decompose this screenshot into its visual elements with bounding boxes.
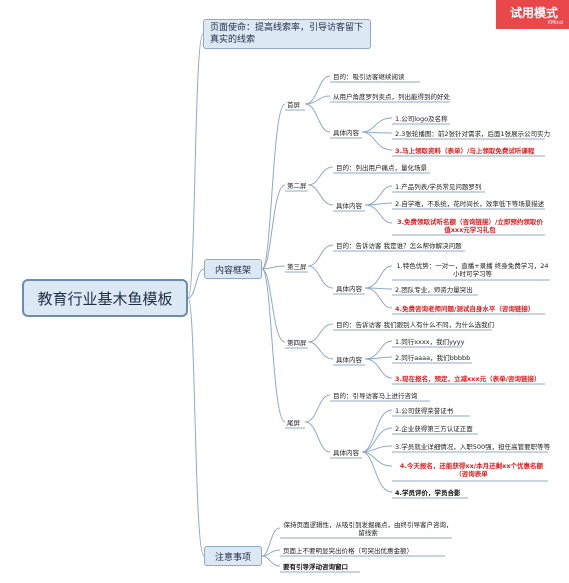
content-item[interactable]: 1.同行xxxx，我们yyyy (395, 338, 465, 346)
content-item[interactable]: 2.3张轮播图：前2张针对需求，后面1张展示公司实力 (395, 130, 551, 138)
note-item[interactable]: 保持页面逻辑性，从吸引到发掘痛点，由终引导客户咨询，留线索 (283, 521, 453, 537)
content-item[interactable]: 3.学员就业详细情况，入职500强，担任高管要职等等 (395, 443, 551, 451)
screen-goal[interactable]: 目的：告诉访客 我们跟别人有什么不同，为什么选我们 (336, 321, 495, 329)
screen-name[interactable]: 第三屏 (287, 263, 307, 271)
content-label[interactable]: 具体内容 (336, 202, 362, 210)
content-label[interactable]: 具体内容 (333, 129, 359, 137)
content-item[interactable]: 2.自学难，不系统，花时间长，效率低下等场景描述 (395, 200, 545, 208)
content-item-cta[interactable]: 3.现在报名，预定，立减xxx元（表单/咨询链接） (395, 375, 541, 383)
branch-framework[interactable]: 内容框架 (204, 259, 262, 279)
content-item-cta[interactable]: 3.马上领取资料（表单）/马上领取免费试听课程 (395, 147, 535, 155)
content-item-cta[interactable]: 4.免费咨询老师问题/测试自身水平（咨询链接） (395, 305, 535, 313)
content-item-cta[interactable]: 3.免费领取试听名额（咨询链接）/立即预约领取价值xxx元学习礼包 (397, 218, 543, 234)
content-item[interactable]: 1.公司logo及名称 (395, 115, 448, 123)
screen-goal[interactable]: 目的：引导访客马上进行咨询 (333, 392, 418, 400)
branch-mission[interactable]: 页面使命：提高线索率，引导访客留下真实的线索 (203, 19, 371, 49)
content-label[interactable]: 具体内容 (336, 285, 362, 293)
content-item[interactable]: 2.同行aaaa，我们bbbbb (395, 354, 471, 362)
content-label[interactable]: 具体内容 (336, 356, 362, 364)
content-item[interactable]: 4.学员评价，学员合影 (395, 489, 461, 497)
content-label[interactable]: 具体内容 (333, 449, 359, 457)
note-item[interactable]: 页面上不要明显突出价格（可突出优惠金额） (283, 547, 413, 555)
screen-name[interactable]: 首屏 (287, 101, 300, 109)
screen-goal[interactable]: 目的：告诉访客 我是谁？怎么帮你解决问题 (336, 242, 462, 250)
screen-name[interactable]: 尾屏 (287, 419, 300, 427)
content-item[interactable]: 1.特色优势：一对一，直播+录播 终身免费学习，24小时可学习等 (396, 262, 549, 278)
screen-name[interactable]: 第四屏 (287, 339, 307, 347)
branch-notes[interactable]: 注意事项 (204, 546, 262, 566)
screen-goal[interactable]: 目的：列出用户痛点，量化场景 (336, 164, 427, 172)
screen-name[interactable]: 第二屏 (287, 182, 307, 190)
screen-point[interactable]: 从用户角度罗列卖点，列出能得到的好处 (333, 93, 450, 101)
content-item[interactable]: 1.公司获得荣誉证书 (395, 407, 454, 415)
note-item[interactable]: 要有引导浮动咨询窗口 (283, 563, 348, 571)
content-item[interactable]: 2.团队专业，师资力量突出 (395, 286, 473, 294)
content-item[interactable]: 2.企业获得第三方认证正面 (395, 425, 473, 433)
root-topic[interactable]: 教育行业基木鱼模板 (22, 279, 188, 317)
trial-mode-brand: XMind (547, 20, 563, 26)
screen-goal[interactable]: 目的：吸引访客继续阅读 (333, 73, 405, 81)
content-item-cta[interactable]: 4.今天报名，还能获得xx/本月还剩xx个优惠名额（咨询表单 (399, 462, 544, 478)
trial-mode-label: 试用模式 (510, 6, 559, 20)
content-item[interactable]: 1.产品列表/学员常见问题罗列 (395, 183, 482, 191)
trial-mode-badge: 试用模式 XMind (496, 0, 569, 29)
